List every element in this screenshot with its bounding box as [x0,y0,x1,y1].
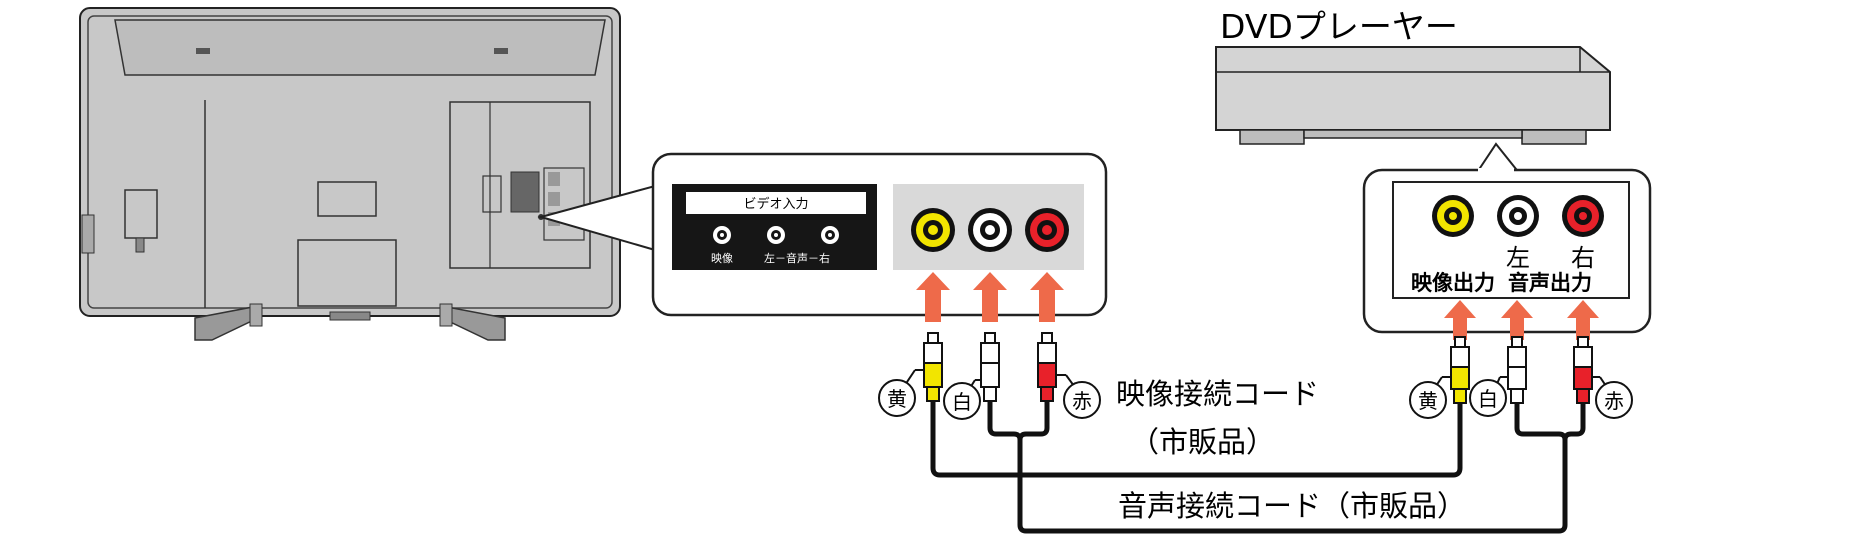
white-badge [943,382,981,420]
audio-cable-label: 音声接続コード（市販品） [1118,489,1466,523]
plug-red-dvd [1573,336,1593,404]
plug-white-tv [980,332,1000,402]
small-jack-right [821,226,839,244]
red-badge [1595,381,1633,419]
tv-plug-labels: 黄 白 赤 [878,369,1101,420]
audio-output-label: 音声出力 [1508,271,1592,295]
plug-yellow-dvd [1450,336,1470,404]
tv-audio-jack-red [1025,208,1069,252]
video-output-label: 映像出力 [1411,271,1495,295]
plug-yellow-tv [923,332,943,402]
red-badge [1063,381,1101,419]
tv-audio-jack-white [968,208,1012,252]
white-plug-label: 白 [952,390,972,414]
dvd-left-label: 左 [1506,244,1530,272]
dvd-plug-labels: 黄 白 赤 [1409,376,1633,419]
dvd-right-label: 右 [1571,244,1595,272]
dvd-audio-jack-red [1562,195,1604,237]
video-jack-label: 映像 [711,252,733,265]
video-cable-label: 映像接続コード [1116,377,1319,411]
yellow-plug-label: 黄 [887,387,907,411]
dvd-output-panel: 左 右 映像出力 音声出力 [1362,168,1652,334]
dvd-audio-jack-white [1497,195,1539,237]
tv-input-panel: ビデオ入力 映像 左－音声－右 [651,152,1108,317]
arrow-up-icon [1567,300,1599,340]
plug-white-dvd [1507,336,1527,404]
video-input-label: ビデオ入力 [743,196,808,212]
tv-arrows [916,272,1064,322]
arrow-up-icon [916,272,950,322]
small-jack-video [713,226,731,244]
tv-video-jack-yellow [911,208,955,252]
yellow-badge [878,379,916,417]
video-cable-note: （市販品） [1130,425,1275,459]
dvd-video-jack-yellow [1432,195,1474,237]
yellow-plug-label-dvd: 黄 [1418,389,1438,413]
yellow-badge [1409,381,1447,419]
arrow-up-icon [1501,300,1533,340]
red-plug-label-dvd: 赤 [1604,389,1624,413]
white-badge [1469,379,1507,417]
white-plug-label-dvd: 白 [1478,387,1498,411]
arrow-up-icon [1030,272,1064,322]
arrow-up-icon [973,272,1007,322]
tv-side-plugs [923,332,1057,402]
dvd-player-title: DVDプレーヤー [1220,7,1458,46]
dvd-arrows [1444,300,1599,340]
audio-jack-label: 左－音声－右 [764,251,830,265]
arrow-up-icon [1444,300,1476,340]
red-plug-label: 赤 [1072,389,1092,413]
tv-rear-view [79,7,621,341]
cables [930,397,1586,534]
small-jack-left [767,226,785,244]
dvd-player: DVDプレーヤー [1215,7,1611,145]
plug-red-tv [1037,332,1057,402]
